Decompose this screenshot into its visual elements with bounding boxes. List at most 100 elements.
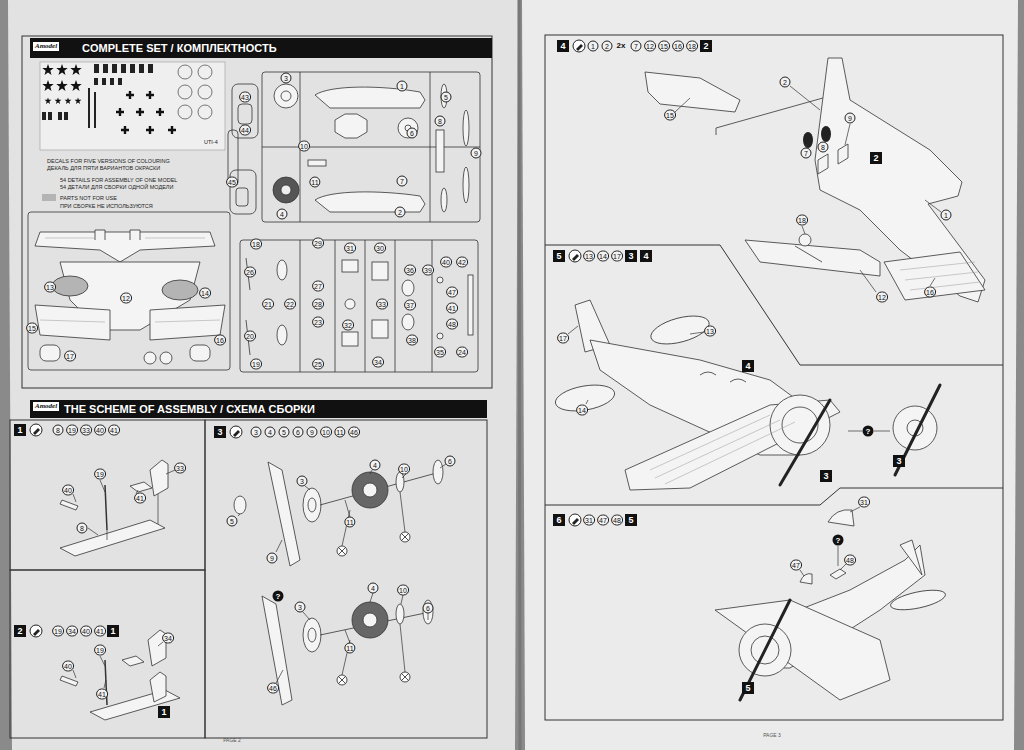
node-text: 3 bbox=[217, 427, 222, 437]
legend-text: PARTS NOT FOR USE bbox=[60, 195, 117, 201]
callout-number: 41 bbox=[96, 689, 108, 700]
callout-number: 34 bbox=[162, 633, 174, 644]
node-text: 2 bbox=[17, 626, 22, 636]
quantity-text: 2x bbox=[617, 41, 626, 51]
callout-number: 47 bbox=[790, 560, 802, 571]
node-text: THE SCHEME OF ASSEMBLY / СХЕМА СБОРКИ bbox=[64, 403, 315, 415]
step-number-box: 5 bbox=[625, 514, 637, 526]
step-number-box: 3 bbox=[625, 250, 637, 262]
node-text: COMPLETE SET / КОМПЛЕКТНОСТЬ bbox=[82, 42, 277, 54]
callout-number: 31 bbox=[583, 515, 595, 526]
callout-number: 15 bbox=[26, 323, 38, 334]
callout-number: 33 bbox=[376, 299, 388, 310]
question-mark: ? bbox=[833, 535, 844, 546]
node-text: 3 bbox=[628, 251, 633, 261]
step-number-box: 2 bbox=[14, 625, 26, 637]
step-number-box: 5 bbox=[742, 682, 754, 694]
callout-number: 14 bbox=[576, 405, 588, 416]
callout-number: 26 bbox=[244, 267, 256, 278]
callout-number: 6 bbox=[407, 128, 418, 139]
callout-number: 47 bbox=[597, 515, 609, 526]
callout-number: 3 bbox=[297, 476, 308, 487]
callout-number: 28 bbox=[312, 299, 324, 310]
callout-number: 19 bbox=[94, 469, 106, 480]
callout-number: 32 bbox=[342, 320, 354, 331]
callout-number: 19 bbox=[52, 626, 64, 637]
callout-number: 42 bbox=[456, 257, 468, 268]
callout-number: 6 bbox=[293, 427, 304, 438]
callout-number: 48 bbox=[844, 555, 856, 566]
callout-number: 5 bbox=[227, 516, 238, 527]
step-number-box: 4 bbox=[557, 40, 569, 52]
callout-number: 43 bbox=[239, 92, 251, 103]
callout-number: 2 bbox=[780, 77, 791, 88]
callout-number: 10 bbox=[320, 427, 332, 438]
note-text: 54 DETAILS FOR ASSEMBLY OF ONE MODEL bbox=[60, 177, 177, 184]
callout-number: 8 bbox=[77, 523, 88, 534]
callout-number: 39 bbox=[422, 265, 434, 276]
callout-number: 11 bbox=[344, 643, 355, 654]
brand-logo: Amodel bbox=[32, 401, 60, 412]
step-number-box: 1 bbox=[14, 424, 26, 436]
note-text: DECALS FOR FIVE VERSIONS OF COLOURING bbox=[47, 158, 170, 165]
callout-number: 3 bbox=[281, 73, 292, 84]
callout-number: 16 bbox=[214, 335, 226, 346]
step-number-box: 4 bbox=[742, 360, 754, 372]
callout-number: 19 bbox=[94, 645, 106, 656]
callout-number: 46 bbox=[348, 427, 360, 438]
callout-number: 5 bbox=[279, 427, 290, 438]
question-mark: ? bbox=[273, 591, 284, 602]
callout-number: 18 bbox=[796, 215, 808, 226]
callout-number: 1 bbox=[397, 81, 408, 92]
callout-number: 8 bbox=[435, 116, 446, 127]
callout-number: 45 bbox=[226, 177, 238, 188]
step-number-box: 2 bbox=[700, 40, 712, 52]
callout-number: 5 bbox=[441, 92, 452, 103]
step-number-box: 4 bbox=[640, 250, 652, 262]
callout-number: 8 bbox=[818, 142, 829, 153]
node-text: 1 bbox=[17, 425, 22, 435]
callout-number: 4 bbox=[265, 427, 276, 438]
callout-number: 37 bbox=[404, 300, 416, 311]
callout-number: 7 bbox=[801, 148, 812, 159]
node-text: 1 bbox=[110, 626, 115, 636]
callout-number: 38 bbox=[406, 335, 418, 346]
node-text: 5 bbox=[745, 683, 750, 693]
callout-number: 11 bbox=[309, 177, 320, 188]
callout-number: 24 bbox=[456, 347, 468, 358]
callout-number: 40 bbox=[80, 626, 92, 637]
callout-number: 33 bbox=[80, 425, 92, 436]
callout-number: 30 bbox=[374, 243, 386, 254]
callout-number: 18 bbox=[250, 239, 262, 250]
callout-number: 21 bbox=[262, 299, 274, 310]
callout-number: 18 bbox=[686, 41, 698, 52]
callout-number: 16 bbox=[924, 287, 936, 298]
node-text: 3 bbox=[823, 471, 828, 481]
page-number: PAGE 3 bbox=[763, 732, 781, 738]
step-number-box: 3 bbox=[820, 470, 832, 482]
step-number-box: 3 bbox=[214, 426, 226, 438]
callout-number: 1 bbox=[588, 41, 599, 52]
callout-number: 2 bbox=[602, 41, 613, 52]
step-number-box: 5 bbox=[553, 250, 565, 262]
callout-number: 40 bbox=[94, 425, 106, 436]
note-text: ПРИ СБОРКЕ НЕ ИСПОЛЬЗУЮТСЯ bbox=[60, 203, 153, 210]
callout-number: 10 bbox=[397, 585, 409, 596]
callout-number: 41 bbox=[108, 425, 120, 436]
callout-number: 12 bbox=[876, 292, 888, 303]
callout-number: 40 bbox=[62, 485, 74, 496]
callout-number: 1 bbox=[941, 210, 952, 221]
callout-number: 13 bbox=[44, 282, 56, 293]
callout-number: 27 bbox=[312, 281, 324, 292]
callout-number: 9 bbox=[845, 113, 856, 124]
callout-number: 17 bbox=[64, 351, 76, 362]
callout-number: 6 bbox=[445, 456, 456, 467]
callout-number: 7 bbox=[631, 41, 642, 52]
callout-number: 22 bbox=[284, 299, 296, 310]
callout-number: 33 bbox=[174, 463, 186, 474]
note-text: UTI-4 bbox=[204, 139, 218, 146]
callout-number: 41 bbox=[134, 493, 146, 504]
callout-number: 19 bbox=[250, 359, 262, 370]
